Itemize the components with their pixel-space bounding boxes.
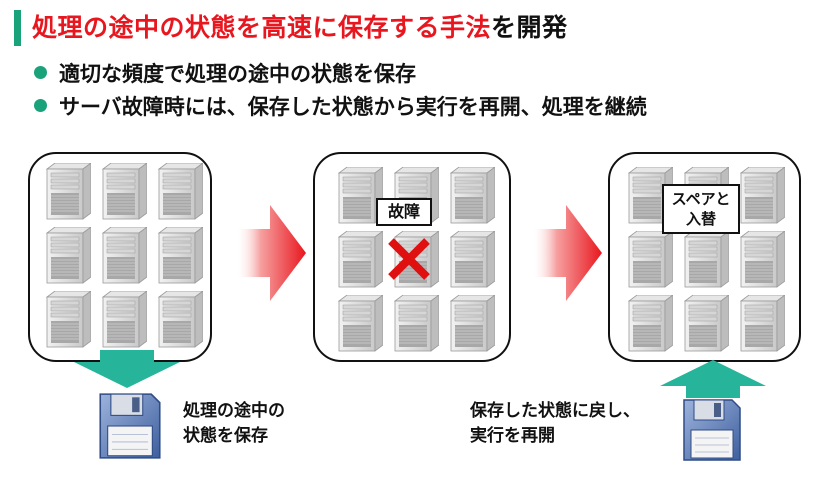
server-tower-icon bbox=[158, 163, 203, 220]
server-tower-icon bbox=[628, 231, 673, 288]
spare-replace-label: スペアと 入替 bbox=[662, 184, 740, 234]
server-tower-icon bbox=[394, 295, 439, 352]
down-arrow-icon bbox=[74, 350, 180, 388]
save-caption-line1: 処理の途中の bbox=[183, 401, 285, 421]
server-tower-icon bbox=[450, 167, 495, 224]
floppy-disk-icon bbox=[99, 393, 161, 459]
bullet-dot-icon bbox=[34, 66, 47, 79]
server-tower-icon bbox=[740, 167, 785, 224]
server-tower-icon bbox=[46, 163, 91, 220]
server-tower-icon bbox=[158, 227, 203, 284]
server-tower-icon bbox=[450, 295, 495, 352]
right-arrow-icon bbox=[236, 205, 306, 301]
save-caption: 処理の途中の 状態を保存 bbox=[183, 399, 285, 449]
spare-replace-label-line2: 入替 bbox=[685, 210, 716, 228]
restore-caption-line2: 実行を再開 bbox=[470, 426, 555, 446]
title-accent-bar bbox=[14, 10, 21, 46]
bullet-text: 適切な頻度で処理の途中の状態を保存 bbox=[59, 62, 416, 86]
server-tower-icon bbox=[684, 295, 729, 352]
server-tower-icon bbox=[102, 227, 147, 284]
server-tower-icon bbox=[338, 295, 383, 352]
server-tower-icon bbox=[740, 231, 785, 288]
spare-replace-label-line1: スペアと bbox=[671, 190, 731, 208]
server-tower-icon bbox=[684, 231, 729, 288]
bullet-item: 適切な頻度で処理の途中の状態を保存 bbox=[34, 58, 416, 88]
server-tower-icon bbox=[450, 231, 495, 288]
server-grid bbox=[46, 163, 203, 348]
server-tower-icon bbox=[102, 291, 147, 348]
right-arrow-icon bbox=[532, 205, 602, 301]
title-highlight: 処理の途中の状態を高速に保存する手法 bbox=[32, 13, 492, 42]
failure-label: 故障 bbox=[376, 198, 432, 226]
failure-cross-icon bbox=[388, 238, 430, 280]
up-arrow-icon bbox=[660, 360, 766, 398]
bullet-text: サーバ故障時には、保存した状態から実行を再開、処理を継続 bbox=[59, 95, 647, 119]
server-tower-icon bbox=[46, 227, 91, 284]
restore-caption: 保存した状態に戻し、 実行を再開 bbox=[470, 399, 640, 449]
bullet-item: サーバ故障時には、保存した状態から実行を再開、処理を継続 bbox=[34, 91, 647, 121]
save-caption-line2: 状態を保存 bbox=[183, 426, 268, 446]
floppy-disk-icon bbox=[683, 399, 741, 461]
restore-caption-line1: 保存した状態に戻し、 bbox=[470, 401, 640, 421]
server-tower-icon bbox=[740, 295, 785, 352]
server-tower-icon bbox=[102, 163, 147, 220]
server-tower-icon bbox=[628, 295, 673, 352]
server-tower-icon bbox=[338, 231, 383, 288]
server-tower-icon bbox=[158, 291, 203, 348]
bullet-dot-icon bbox=[34, 99, 47, 112]
server-tower-icon bbox=[46, 291, 91, 348]
title-suffix: を開発 bbox=[491, 13, 568, 42]
page-title: 処理の途中の状態を高速に保存する手法を開発 bbox=[32, 8, 568, 44]
